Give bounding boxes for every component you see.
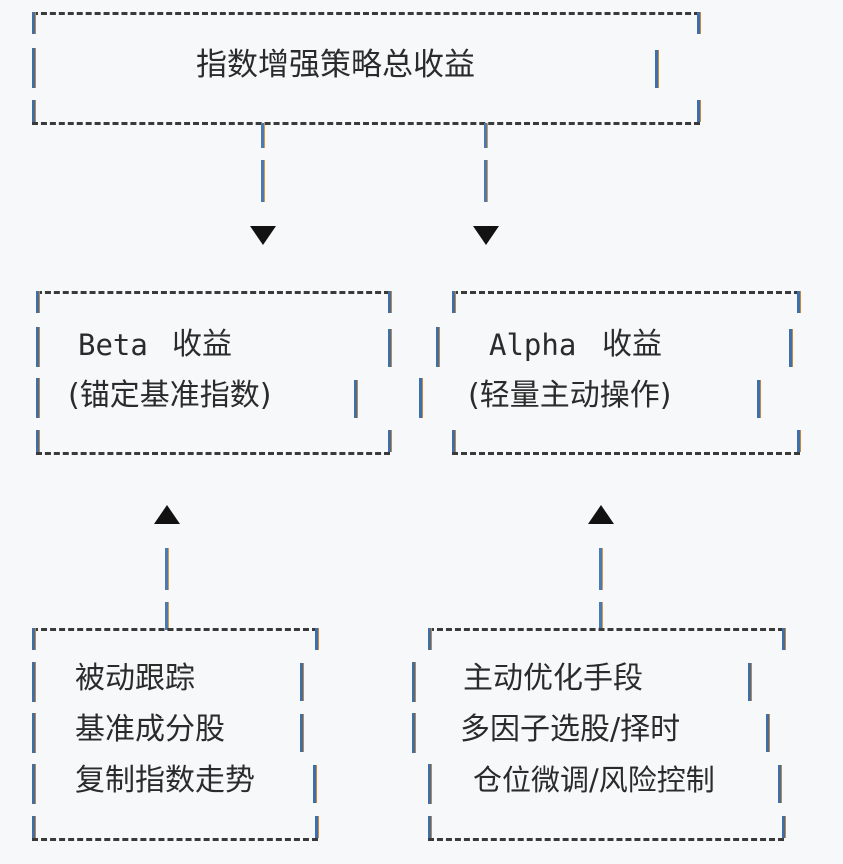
alpha-label-en: Alpha — [489, 328, 577, 362]
beta-box-right-edge-top — [388, 291, 391, 313]
alpha-detail-line-3: 仓位微调/风险控制 — [473, 763, 715, 797]
arrow-down-alpha — [473, 226, 499, 245]
alpha-detail-right-edge-row3 — [778, 765, 781, 803]
beta-subtitle: (锚定基准指数) — [68, 378, 272, 413]
alpha-detail-outer-left-row1 — [412, 662, 415, 702]
root-box-left-edge-top — [32, 12, 35, 34]
arrow-down-beta — [250, 226, 276, 245]
alpha-detail-left-edge-row3 — [428, 764, 431, 804]
beta-box-top-border — [36, 291, 390, 294]
alpha-detail-line-seg2 — [599, 602, 602, 630]
beta-detail-line-1: 被动跟踪 — [75, 661, 195, 696]
root-title: 指数增强策略总收益 — [196, 47, 475, 83]
root-to-alpha-line-seg2 — [484, 160, 487, 202]
root-box-right-edge-top — [697, 12, 700, 34]
alpha-box-right-edge-row2 — [757, 380, 760, 418]
root-box-bottom-border — [32, 122, 700, 125]
beta-detail-bottom-border — [32, 838, 318, 841]
beta-detail-left-edge-bottom — [32, 816, 35, 838]
alpha-label-cjk: 收益 — [602, 327, 662, 362]
root-box-right-edge-bottom — [697, 100, 700, 122]
beta-detail-right-edge-row3 — [313, 765, 316, 803]
beta-detail-right-edge-row1 — [300, 663, 303, 701]
beta-box-left-edge-top — [36, 291, 39, 313]
alpha-box-right-edge-top — [797, 291, 800, 313]
beta-detail-line-seg1 — [165, 548, 168, 590]
root-to-beta-line-seg1 — [261, 123, 264, 148]
beta-detail-top-border — [32, 628, 318, 631]
alpha-detail-outer-left-row2 — [412, 713, 415, 753]
root-to-beta-line-seg2 — [261, 160, 264, 202]
alpha-box-left-edge-top — [452, 291, 455, 313]
beta-detail-right-edge-bottom — [315, 816, 318, 838]
alpha-box-outer-left-row2 — [419, 378, 422, 418]
alpha-box-right-edge-row1 — [789, 329, 792, 367]
alpha-subtitle: (轻量主动操作) — [468, 378, 672, 413]
alpha-detail-bottom-border — [428, 838, 784, 841]
alpha-detail-line-2: 多因子选股/择时 — [460, 712, 681, 747]
beta-detail-line-3: 复制指数走势 — [75, 763, 255, 798]
beta-detail-left-edge-row1 — [32, 662, 35, 702]
arrow-up-beta — [154, 505, 180, 524]
beta-box-left-edge-bottom — [36, 430, 39, 452]
alpha-detail-right-edge-row2 — [766, 714, 769, 752]
alpha-detail-line-1: 主动优化手段 — [463, 661, 643, 696]
arrow-up-alpha — [588, 505, 614, 524]
alpha-detail-right-edge-bottom — [782, 816, 785, 838]
beta-label-en: Beta — [78, 328, 148, 362]
beta-detail-left-edge-top — [32, 628, 35, 650]
beta-box-right-edge-row2 — [354, 380, 357, 418]
alpha-detail-left-edge-top — [428, 628, 431, 650]
alpha-box-top-border — [452, 291, 800, 294]
alpha-box-right-edge-bottom — [797, 430, 800, 452]
alpha-detail-line-seg1 — [599, 548, 602, 590]
alpha-box-outer-left-row1 — [436, 327, 439, 367]
beta-box-right-edge-bottom — [388, 430, 391, 452]
alpha-detail-right-edge-row1 — [748, 663, 751, 701]
root-box-left-edge-bottom — [32, 100, 35, 122]
alpha-detail-right-edge-top — [782, 628, 785, 650]
beta-detail-right-edge-top — [315, 628, 318, 650]
beta-detail-left-edge-row3 — [32, 764, 35, 804]
alpha-box-left-edge-bottom — [452, 430, 455, 452]
root-box-top-border — [32, 12, 700, 15]
beta-detail-line-2: 基准成分股 — [75, 712, 225, 747]
beta-box-left-edge-row1 — [36, 327, 39, 367]
alpha-box-bottom-border — [452, 452, 800, 455]
beta-detail-left-edge-row2 — [32, 713, 35, 753]
beta-label-cjk: 收益 — [172, 327, 232, 362]
beta-detail-line-seg2 — [165, 602, 168, 630]
alpha-detail-top-border — [428, 628, 784, 631]
beta-detail-right-edge-row2 — [300, 714, 303, 752]
root-to-alpha-line-seg1 — [484, 123, 487, 148]
beta-box-left-edge-row2 — [36, 378, 39, 418]
beta-box-bottom-border — [36, 452, 390, 455]
root-box-right-edge-mid — [655, 50, 658, 88]
alpha-detail-left-edge-bottom — [428, 816, 431, 838]
beta-box-right-edge-row1 — [388, 329, 391, 367]
root-box-left-edge-mid — [32, 48, 35, 88]
